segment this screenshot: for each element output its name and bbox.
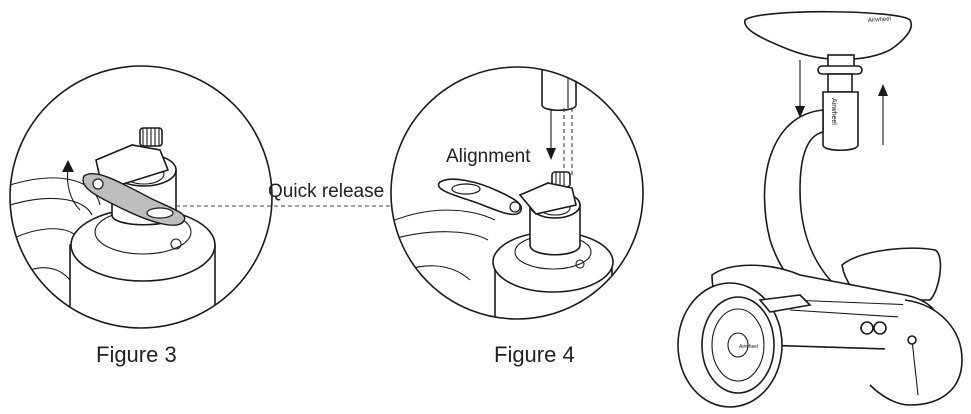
figure-3: Quick release Figure 3 xyxy=(9,65,393,367)
alignment-label: Alignment xyxy=(446,146,531,167)
insert-arrowhead xyxy=(546,148,556,160)
figure-4-detail-circle xyxy=(390,66,644,320)
figure-3-detail-circle xyxy=(9,65,273,329)
seat-brand-mark: Airwheel xyxy=(868,16,891,24)
seat xyxy=(744,10,912,61)
right-wheel xyxy=(869,299,963,406)
figure-4-caption: Figure 4 xyxy=(494,342,575,367)
hub-brand-mark: Airwheel xyxy=(739,344,758,350)
figure-3-caption: Figure 3 xyxy=(96,342,177,367)
figure-4: Alignment Figure 4 xyxy=(390,66,644,367)
figure-4-detail-drawing xyxy=(391,67,614,319)
kickstand xyxy=(911,339,919,396)
quick-release-label: Quick release xyxy=(268,181,384,202)
post-brand-mark: Airwheel xyxy=(830,98,837,125)
figure-3-detail-drawing xyxy=(10,127,216,328)
scooter-illustration: Airwheel Airwheel Airwheel xyxy=(677,10,963,408)
